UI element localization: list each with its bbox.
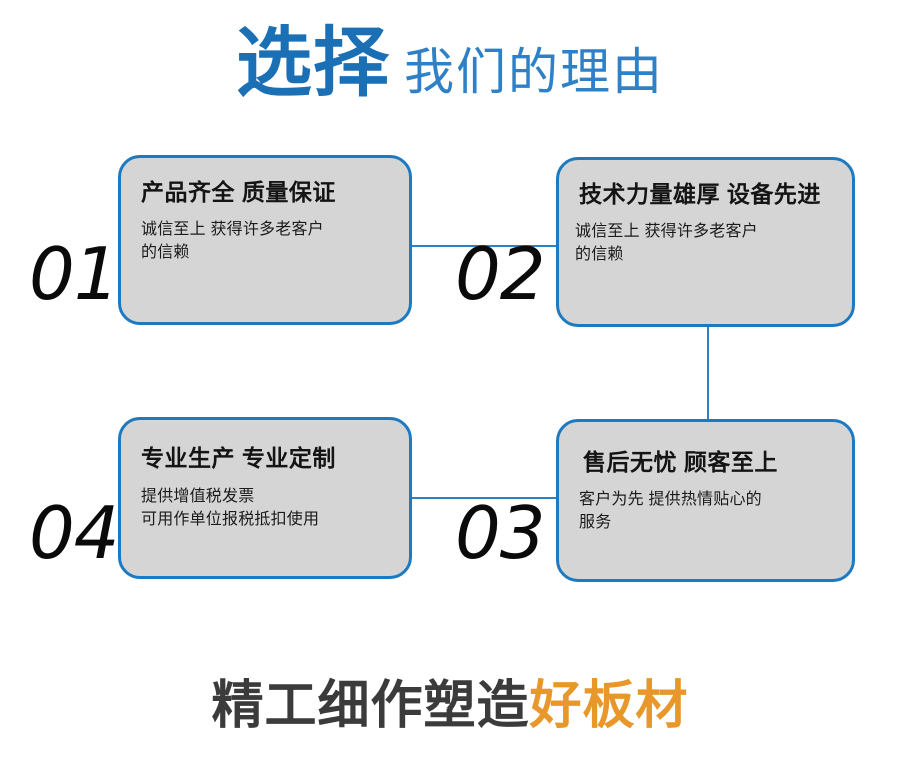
feature-card-04-body-line-2: 可用作单位报税抵扣使用 xyxy=(141,511,320,529)
footer-slogan-accent: 好板材 xyxy=(529,677,689,735)
footer-slogan: 精工细作塑造 好板材 xyxy=(0,671,900,741)
title-emphasis: 选择 xyxy=(236,21,390,106)
feature-card-02-body: 诚信至上 获得许多老客户 的信赖 xyxy=(575,220,838,266)
feature-card-02-title: 技术力量雄厚 设备先进 xyxy=(579,181,821,207)
feature-card-01-body: 诚信至上 获得许多老客户 的信赖 xyxy=(141,218,395,264)
feature-card-02-number: 02 xyxy=(455,232,546,316)
title-subtext: 我们的理由 xyxy=(404,44,664,100)
feature-card-03-title: 售后无忧 顾客至上 xyxy=(583,449,778,475)
feature-card-04[interactable]: 专业生产 专业定制 提供增值税发票 可用作单位报税抵扣使用 xyxy=(118,417,412,579)
connector-card2-card3 xyxy=(707,326,709,421)
feature-card-03-number: 03 xyxy=(455,491,546,575)
feature-card-01-title: 产品齐全 质量保证 xyxy=(141,179,336,205)
feature-card-01-content: 产品齐全 质量保证 诚信至上 获得许多老客户 的信赖 xyxy=(121,158,409,265)
feature-card-03-body-line-1: 客户为先 提供热情贴心的 xyxy=(579,491,762,509)
feature-card-04-content: 专业生产 专业定制 提供增值税发票 可用作单位报税抵扣使用 xyxy=(121,420,409,532)
feature-card-01-number: 01 xyxy=(29,232,120,316)
feature-card-01[interactable]: 产品齐全 质量保证 诚信至上 获得许多老客户 的信赖 xyxy=(118,155,412,325)
feature-card-02[interactable]: 技术力量雄厚 设备先进 诚信至上 获得许多老客户 的信赖 xyxy=(556,157,855,327)
connector-card4-card3 xyxy=(410,497,560,499)
feature-card-02-body-line-1: 诚信至上 获得许多老客户 xyxy=(575,223,758,241)
footer-slogan-main: 精工细作塑造 xyxy=(211,677,530,735)
feature-card-04-body-line-1: 提供增值税发票 xyxy=(141,488,255,506)
feature-card-03-content: 售后无忧 顾客至上 客户为先 提供热情贴心的 服务 xyxy=(559,422,852,535)
feature-card-04-body: 提供增值税发票 可用作单位报税抵扣使用 xyxy=(141,485,395,531)
feature-card-03-body: 客户为先 提供热情贴心的 服务 xyxy=(579,488,838,534)
feature-card-02-content: 技术力量雄厚 设备先进 诚信至上 获得许多老客户 的信赖 xyxy=(559,160,852,267)
connector-card1-card2 xyxy=(410,245,560,247)
page-title: 选择 我们的理由 xyxy=(0,26,900,116)
feature-card-04-title: 专业生产 专业定制 xyxy=(141,445,336,471)
feature-card-02-body-line-2: 的信赖 xyxy=(575,246,624,264)
feature-card-03[interactable]: 售后无忧 顾客至上 客户为先 提供热情贴心的 服务 xyxy=(556,419,855,582)
feature-card-01-body-line-1: 诚信至上 获得许多老客户 xyxy=(141,221,324,239)
feature-card-04-number: 04 xyxy=(29,491,120,575)
feature-card-01-body-line-2: 的信赖 xyxy=(141,244,190,262)
feature-card-03-body-line-2: 服务 xyxy=(579,514,612,532)
